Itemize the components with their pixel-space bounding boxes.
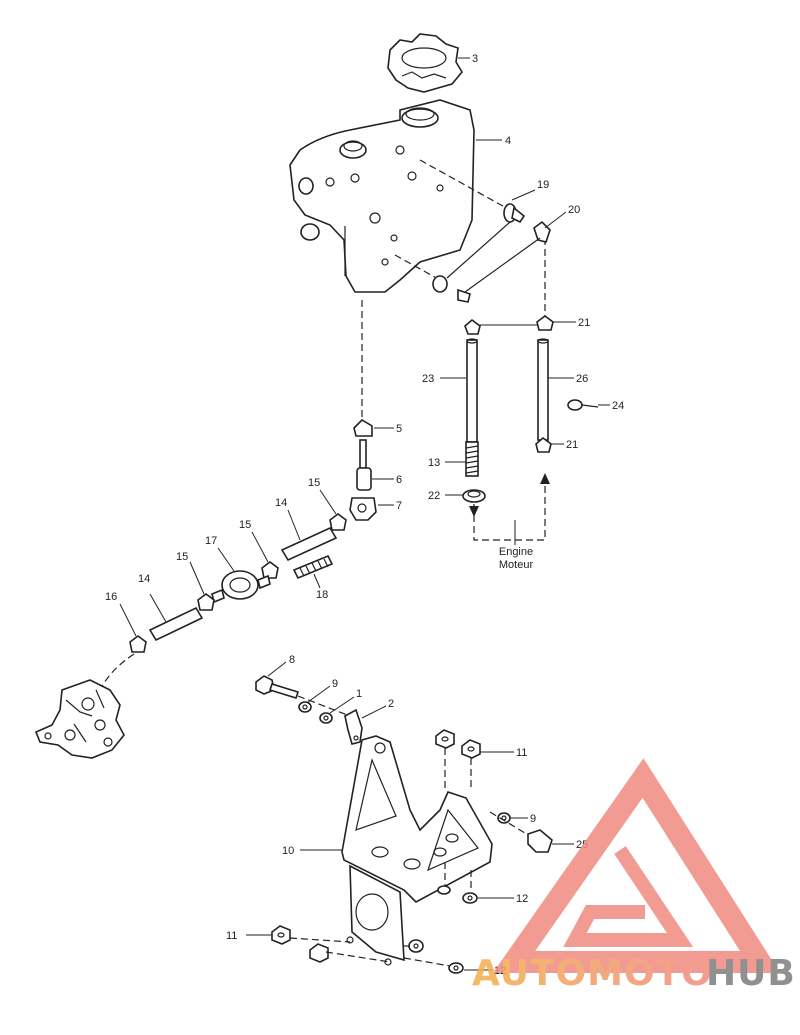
callout-3: 3 [472,53,478,65]
nut-11-upper-right [461,739,481,759]
callout-4: 4 [505,135,511,147]
fitting-19 [503,203,526,224]
callout-21-upper: 21 [578,317,590,329]
callout-15-upper: 15 [308,477,320,489]
bolt-8 [255,675,300,699]
callout-20: 20 [568,204,580,216]
engine-label-en: Engine [499,546,533,558]
arrow-up-icon [540,473,550,484]
automotohub-watermark: AUTOMOTO HUB [472,758,796,994]
nut-11-lower [271,925,291,945]
callout-16: 16 [105,591,117,603]
watermark-brand-part2: HUB [706,953,796,994]
tube-6 [356,439,372,491]
clamp-24 [567,399,599,411]
callout-6: 6 [396,474,402,486]
callout-23: 23 [422,373,434,385]
callout-22: 22 [428,490,440,502]
callout-1: 1 [356,688,362,700]
clamp-16 [129,635,147,653]
spring-13 [465,441,479,477]
bolt-25 [527,829,553,853]
fuel-valve-7 [349,497,377,521]
callout-12-upper: 12 [516,893,528,905]
clip-2 [344,708,363,745]
clamp-15-middle [261,561,279,579]
clamp-21-upper-left [464,318,481,335]
clamp-21-lower [535,436,552,453]
callout-10: 10 [282,845,294,857]
spacer-1 [319,712,333,724]
callout-19: 19 [537,179,549,191]
callout-13: 13 [428,457,440,469]
callout-17: 17 [205,535,217,547]
callout-15-middle: 15 [239,519,251,531]
fuel-cap [387,33,463,93]
callout-9-upper: 9 [332,678,338,690]
elbow-20 [533,220,551,243]
mounting-bracket-10 [341,735,493,962]
callout-5: 5 [396,423,402,435]
fuel-tank [289,99,475,293]
callout-8: 8 [289,654,295,666]
washer-lower-right [408,939,424,953]
callout-11-lower: 11 [226,930,237,942]
carburetor [34,679,125,759]
arrow-down-icon [469,506,479,517]
washer-12-upper [437,885,478,904]
fuel-hose-23 [466,338,478,443]
callout-14-upper: 14 [275,497,287,509]
callout-9-right: 9 [530,813,536,825]
clamp-22 [462,489,486,503]
engine-label-fr: Moteur [499,559,534,571]
fuel-hose-14-upper [280,526,338,562]
washer-9-upper [298,701,312,713]
clamp-15-upper [329,513,347,531]
fitting-lower [432,275,471,303]
callout-21-lower: 21 [566,439,578,451]
clamp-5 [353,418,373,437]
callout-7: 7 [396,500,402,512]
callout-26: 26 [576,373,588,385]
callout-14-lower: 14 [138,573,150,585]
callout-18: 18 [316,589,328,601]
callout-24: 24 [612,400,624,412]
watermark-brand-part1: AUTOMOTO [472,953,713,994]
callout-11-upper: 11 [516,747,527,759]
fuel-hose-14-lower [148,606,204,642]
fuel-hose-26 [537,338,549,441]
clamp-21-upper-right [536,315,554,331]
callout-15-lower: 15 [176,551,188,563]
nut-11-upper-left [435,729,455,749]
callout-2: 2 [388,698,394,710]
clamp-15-lower [197,593,215,611]
fuel-filter-17 [211,570,271,604]
washer-12-lower [448,962,464,974]
spring-18 [292,554,334,580]
nut-lower-middle [309,943,329,963]
